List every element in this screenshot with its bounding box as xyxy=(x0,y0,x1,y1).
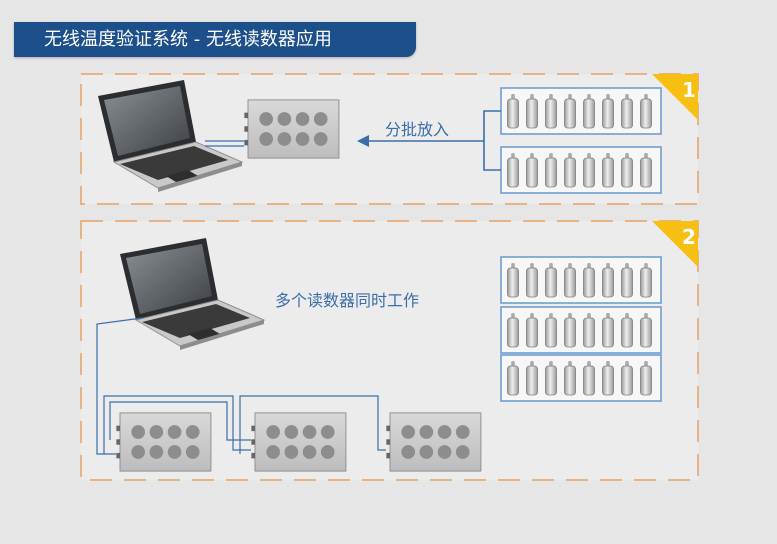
logger-tray xyxy=(501,88,661,134)
panel-2-badge: 2 xyxy=(682,225,696,249)
panel-1: 1 分批放入 xyxy=(80,73,699,205)
reader-device xyxy=(250,412,347,472)
arrow-left-icon xyxy=(357,135,369,147)
panel-2-badge-triangle xyxy=(652,221,698,267)
logger-tray xyxy=(501,257,661,303)
logger-tray xyxy=(501,307,661,353)
logger-tray xyxy=(501,147,661,193)
page-title: 无线温度验证系统 - 无线读数器应用 xyxy=(44,29,332,50)
batch-label: 分批放入 xyxy=(385,120,449,139)
multi-reader-label: 多个读数器同时工作 xyxy=(275,291,419,310)
batch-connector-line xyxy=(366,110,501,171)
panel-1-badge-triangle xyxy=(652,74,698,120)
reader-chain-cables xyxy=(96,317,386,455)
panel-1-badge: 1 xyxy=(682,78,696,102)
laptop-reader-cable xyxy=(205,140,244,147)
reader-device xyxy=(385,412,482,472)
title-banner: 无线温度验证系统 - 无线读数器应用 xyxy=(14,22,416,57)
reader-device xyxy=(243,99,340,159)
reader-device xyxy=(115,412,212,472)
logger-tray xyxy=(501,355,661,401)
panel-2: 2 多个读数器同时工作 xyxy=(80,220,699,481)
